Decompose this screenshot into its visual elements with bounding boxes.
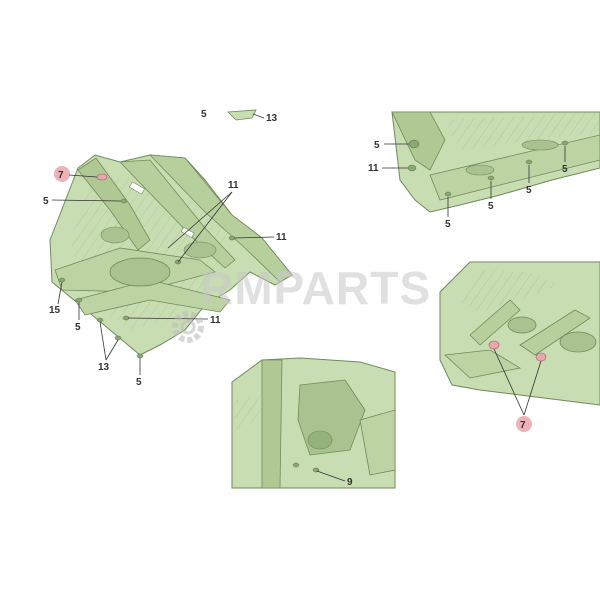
top-fragment-panel: [227, 109, 257, 121]
callout-rr-7: 7: [520, 420, 526, 431]
leader-rr-7b: [523, 360, 542, 416]
leader-main-13-2: [105, 339, 119, 361]
watermark-text: RMPARTS: [200, 262, 431, 314]
callout-bc-9: 9: [347, 477, 353, 488]
leader-main-11a-1: [177, 191, 233, 263]
callout-top-5: 5: [201, 109, 207, 120]
right-rear-floor-panel: [439, 261, 600, 406]
leader-bc-9: [316, 470, 346, 482]
callout-main-5c: 5: [136, 377, 142, 388]
callout-tr-5e: 5: [562, 164, 568, 175]
highlighted-plug-7b: [535, 352, 547, 362]
callout-tr-5d: 5: [526, 185, 532, 196]
callout-main-7: 7: [58, 170, 64, 181]
callout-main-11a: 11: [228, 180, 239, 191]
leader-rr-7a: [493, 348, 525, 416]
callout-main-5b: 5: [75, 322, 81, 333]
top-right-rail-panel: [391, 111, 600, 213]
callout-main-11c: 11: [210, 315, 221, 326]
callout-main-15: 15: [49, 305, 61, 316]
callout-tr-5c: 5: [488, 201, 494, 212]
callout-badge-7: [54, 166, 70, 182]
leader-main-11c: [127, 317, 209, 320]
bottom-center-panel: [231, 357, 396, 489]
callout-badge-rr-7: [516, 416, 532, 432]
callout-main-11b: 11: [276, 232, 287, 243]
leader-top-13: [252, 113, 265, 119]
callout-tr-5a: 5: [374, 140, 380, 151]
leader-main-7: [68, 174, 98, 178]
watermark: RMPARTS: [172, 262, 431, 343]
callout-tr-11: 11: [368, 163, 379, 174]
callout-main-13: 13: [98, 362, 110, 373]
leader-main-15: [57, 281, 63, 305]
callout-main-5a: 5: [43, 196, 49, 207]
highlighted-plug-7a: [488, 340, 500, 350]
leader-main-13-1: [99, 321, 107, 361]
callout-tr-5b: 5: [445, 219, 451, 230]
gear-icon: [172, 311, 204, 343]
highlighted-plug-7: [96, 173, 108, 181]
callout-top-13: 13: [266, 113, 278, 124]
main-floor-pan: [49, 154, 293, 359]
leader-main-5a: [51, 199, 122, 202]
leader-main-11b: [233, 236, 275, 239]
leader-main-11a-2: [167, 191, 233, 249]
